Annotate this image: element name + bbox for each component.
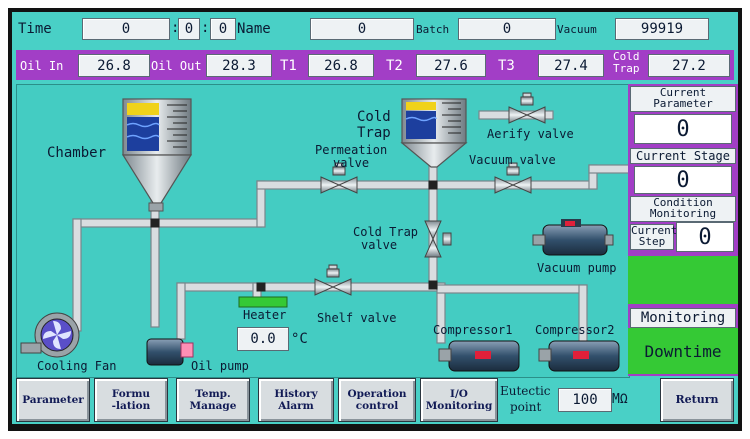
history-alarm-button[interactable]: History Alarm (258, 378, 334, 422)
time-seconds-field[interactable]: 0 (210, 18, 236, 40)
name-label: Name (237, 21, 271, 37)
heater-block (238, 296, 288, 308)
current-parameter-value: 0 (634, 114, 732, 144)
vacuum-label: Vacuum (557, 23, 597, 36)
vacuum-valve-label: Vacuum valve (469, 153, 556, 167)
oil-pump-shape (146, 338, 194, 366)
current-step-label: Current Step (630, 224, 678, 250)
batch-field[interactable]: 0 (458, 18, 556, 40)
eutectic-point-field: 100 (558, 388, 612, 412)
cooling-fan-label: Cooling Fan (37, 359, 117, 373)
process-svg (20, 92, 629, 372)
vacuum-pump-shape (532, 219, 614, 256)
io-monitoring-button[interactable]: I/O Monitoring (420, 378, 498, 422)
current-step-label-line1: Current (631, 224, 678, 237)
current-parameter-label-line1: Current (659, 86, 707, 99)
time-label: Time (18, 21, 52, 37)
oil-pump-label: Oil pump (191, 359, 249, 373)
t2-label: T2 (386, 58, 403, 74)
condition-monitoring-label: Condition Monitoring (630, 196, 736, 222)
time-hours-field[interactable]: 0 (82, 18, 170, 40)
t3-label: T3 (498, 58, 515, 74)
status-panel: Current Parameter 0 Current Stage 0 Cond… (628, 84, 738, 376)
current-stage-value: 0 (634, 166, 732, 194)
hmi-screen: Time 0 : 0 : 0 Name 0 Batch 0 Vacuum 999… (12, 12, 738, 424)
t1-label: T1 (280, 58, 297, 74)
time-separator: : (171, 20, 180, 36)
permeation-valve-label-2: valve (333, 156, 370, 170)
run-indicator (628, 256, 738, 304)
name-field[interactable]: 0 (310, 18, 414, 40)
temp-manage-button[interactable]: Temp. Manage (176, 378, 250, 422)
shelf-valve-shape (314, 264, 352, 296)
heater-label: Heater (243, 308, 287, 322)
current-parameter-label-line2: Parameter (653, 97, 713, 110)
current-step-value: 0 (676, 222, 734, 252)
vacuum-pump-label: Vacuum pump (537, 261, 617, 275)
chamber-label: Chamber (47, 145, 107, 161)
cold-trap-label-1: Cold (357, 109, 391, 125)
current-stage-label: Current Stage (630, 148, 736, 164)
vacuum-valve-shape (494, 162, 532, 194)
cold-trap-valve-label-2: valve (361, 238, 398, 252)
formulation-button[interactable]: Formu -lation (94, 378, 168, 422)
cold-trap-temp-field: 27.2 (648, 54, 730, 77)
compressor1-label: Compressor1 (433, 323, 513, 337)
batch-label: Batch (416, 23, 450, 36)
shelf-valve-label: Shelf valve (317, 311, 397, 325)
condition-monitoring-label-line2: Monitoring (649, 207, 717, 220)
cold-trap-valve-label-1: Cold Trap (353, 225, 419, 239)
oil-out-field: 28.3 (206, 54, 272, 77)
heater-temp-field: 0.0 (237, 327, 289, 351)
current-parameter-label: Current Parameter (630, 86, 736, 112)
t2-field: 27.6 (416, 54, 486, 77)
cooling-fan-shape (20, 312, 80, 358)
cold-trap-vessel (400, 98, 468, 168)
eutectic-point-label-1: Eutectic (500, 384, 551, 398)
permeation-valve-shape (320, 162, 358, 194)
time-minutes-field[interactable]: 0 (178, 18, 200, 40)
compressor2-shape (538, 340, 620, 372)
eutectic-point-unit: MΩ (612, 392, 628, 407)
cold-trap-valve-shape (424, 220, 452, 258)
current-step-label-line2: Step (638, 235, 666, 248)
t1-field: 26.8 (308, 54, 374, 77)
compressor2-label: Compressor2 (535, 323, 615, 337)
oil-out-label: Oil Out (151, 59, 202, 73)
chamber-vessel (121, 98, 193, 212)
cold-trap-label-2: Trap (357, 125, 391, 141)
time-separator: : (201, 20, 210, 36)
cold-trap-temp-label-1: Cold (613, 50, 640, 63)
vacuum-field: 99919 (615, 18, 709, 40)
t3-field: 27.4 (538, 54, 604, 77)
heater-unit: °C (291, 331, 308, 347)
oil-in-label: Oil In (20, 59, 64, 73)
compressor1-shape (438, 340, 520, 372)
return-button[interactable]: Return (660, 378, 734, 422)
permeation-valve-label-1: Permeation (315, 143, 388, 157)
condition-monitoring-label-line1: Condition (653, 196, 713, 209)
process-diagram: Chamber Cold Trap Aerify valve Permeatio… (16, 84, 630, 378)
aerify-valve-label: Aerify valve (487, 127, 574, 141)
operation-control-button[interactable]: Operation control (338, 378, 416, 422)
cold-trap-temp-label-2: Trap (613, 62, 640, 75)
downtime-status: Downtime (628, 328, 738, 374)
oil-in-field: 26.8 (78, 54, 150, 77)
monitoring-label: Monitoring (630, 308, 736, 328)
aerify-valve-shape (508, 92, 546, 124)
eutectic-point-label-2: point (510, 400, 542, 414)
parameter-button[interactable]: Parameter (16, 378, 90, 422)
